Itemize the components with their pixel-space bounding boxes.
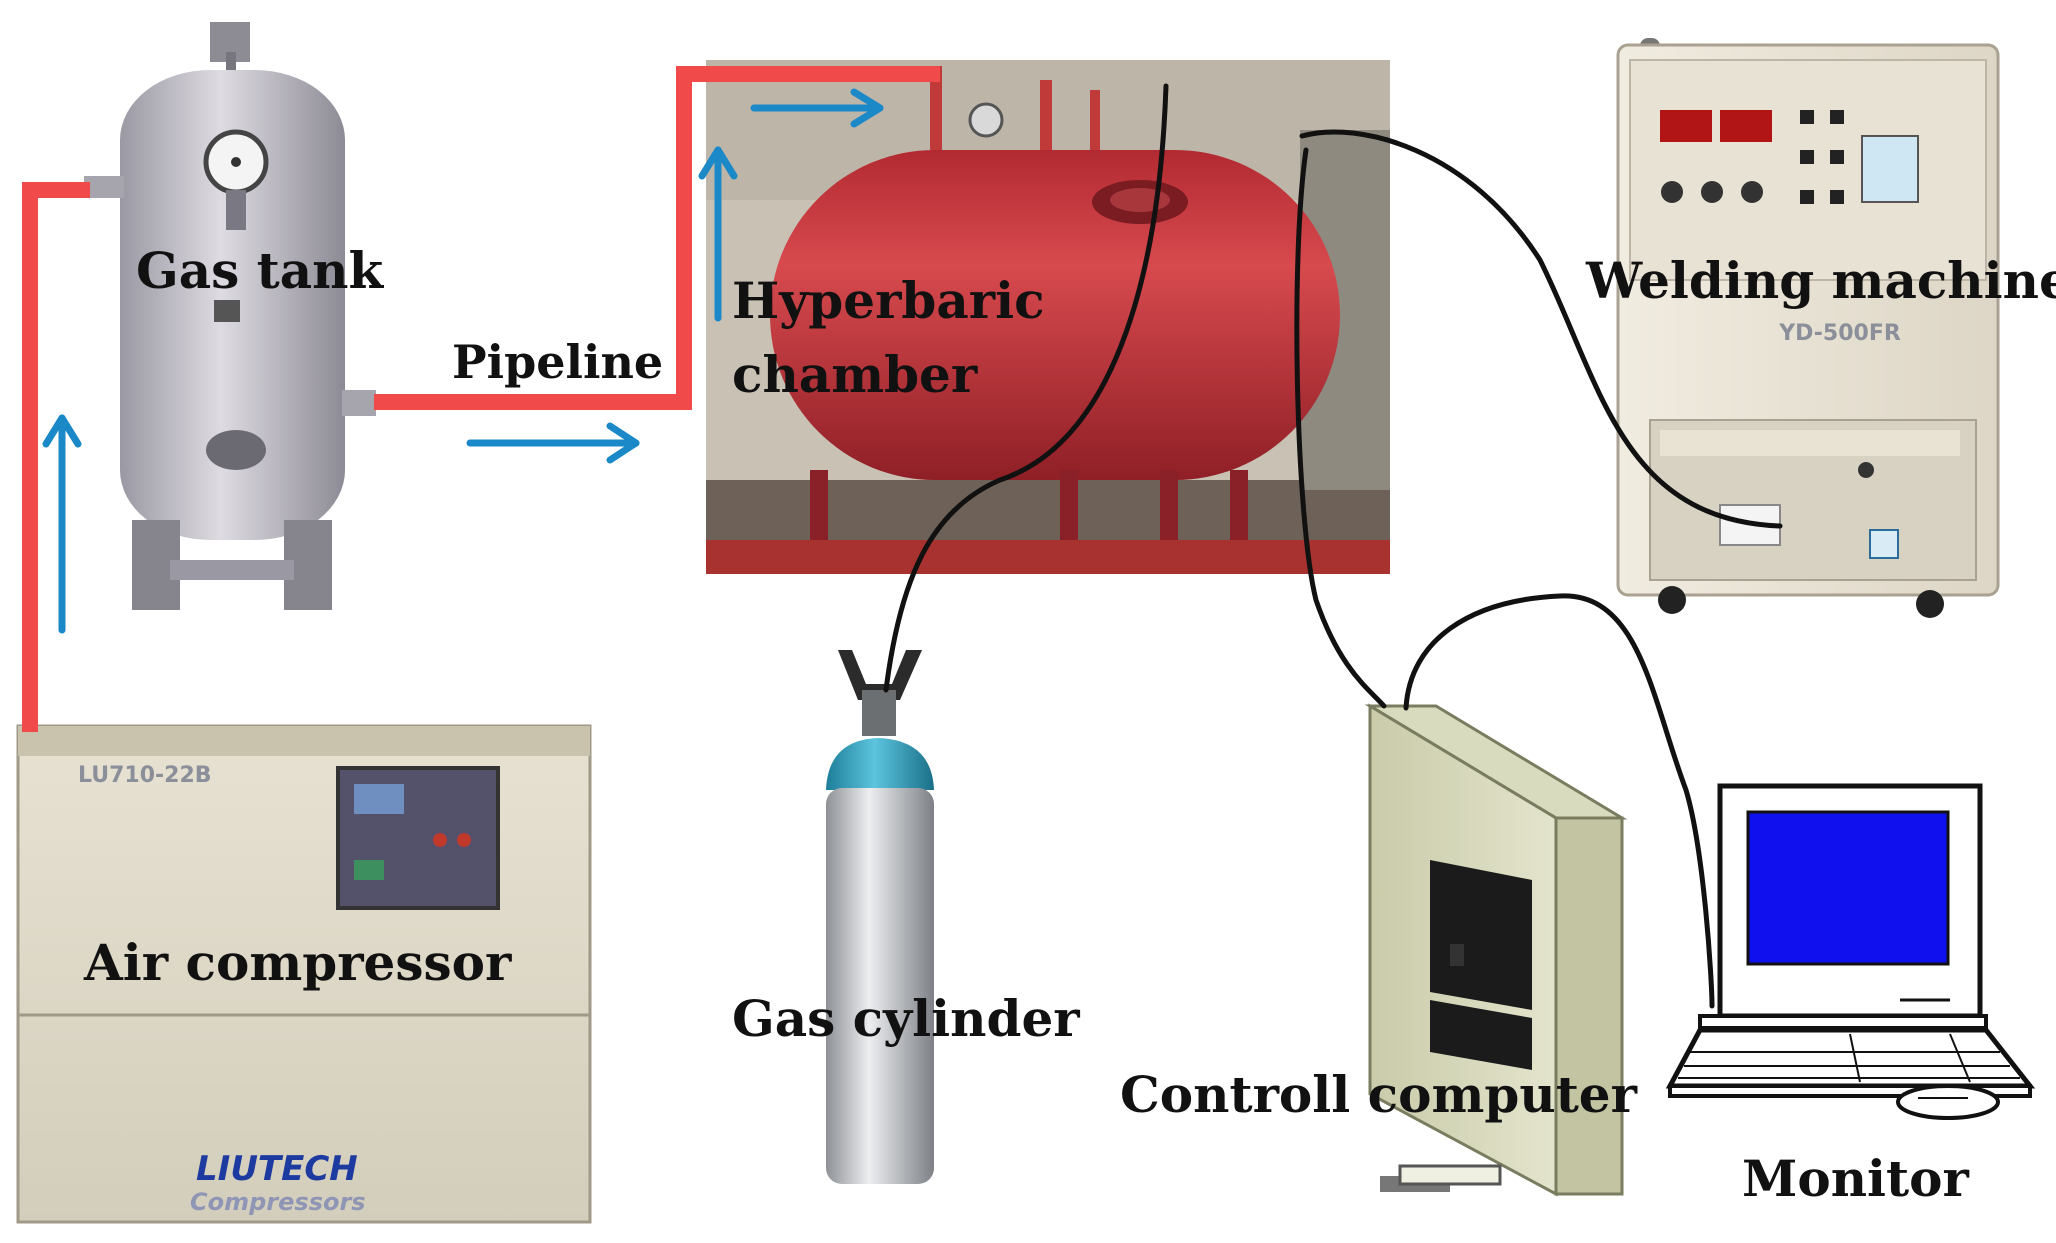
label-gas-tank: Gas tank xyxy=(136,241,385,300)
compressor-model-text: LU710-22B xyxy=(78,763,212,788)
compressor-sub-text: Compressors xyxy=(190,1188,366,1216)
cable-chamber-to-computer xyxy=(1294,147,1387,709)
gas-cylinder-image xyxy=(826,650,934,1184)
label-welding-machine: Welding machine xyxy=(1585,251,2056,310)
welding-machine-image: YD-500FR xyxy=(1616,38,2000,618)
control-computer-image xyxy=(1364,703,1628,1197)
label-control-computer: Controll computer xyxy=(1120,1065,1638,1124)
gas-tank-image xyxy=(84,22,376,610)
label-chamber: chamber xyxy=(732,345,978,404)
cable-chamber-to-welder xyxy=(1299,129,1783,529)
label-gas-cylinder: Gas cylinder xyxy=(732,989,1080,1048)
flow-arrows xyxy=(42,88,884,634)
compressor-brand-text: LIUTECH xyxy=(196,1149,358,1189)
air-compressor-image: LU710-22B LIUTECH Compressors xyxy=(16,724,592,1224)
label-air-compressor: Air compressor xyxy=(83,933,512,992)
cable-computer-to-monitor xyxy=(1403,593,1715,1009)
label-monitor: Monitor xyxy=(1742,1149,1969,1208)
pipe-compressor-to-tank xyxy=(22,182,90,732)
flow-arrow-right-pipeline xyxy=(466,422,640,464)
pipeline-route xyxy=(22,66,940,732)
label-hyperbaric: Hyperbaric xyxy=(732,271,1045,330)
welder-model-text: YD-500FR xyxy=(1778,321,1901,346)
cables xyxy=(883,83,1783,1009)
label-pipeline: Pipeline xyxy=(452,335,663,389)
flow-arrow-up-chamber xyxy=(698,146,738,322)
pipe-tank-to-chamber xyxy=(374,66,940,410)
monitor-image xyxy=(1665,783,2036,1120)
cable-chamber-to-cylinder xyxy=(883,83,1169,693)
flow-arrow-right-top xyxy=(750,88,884,128)
flow-arrow-up-left xyxy=(42,414,82,634)
